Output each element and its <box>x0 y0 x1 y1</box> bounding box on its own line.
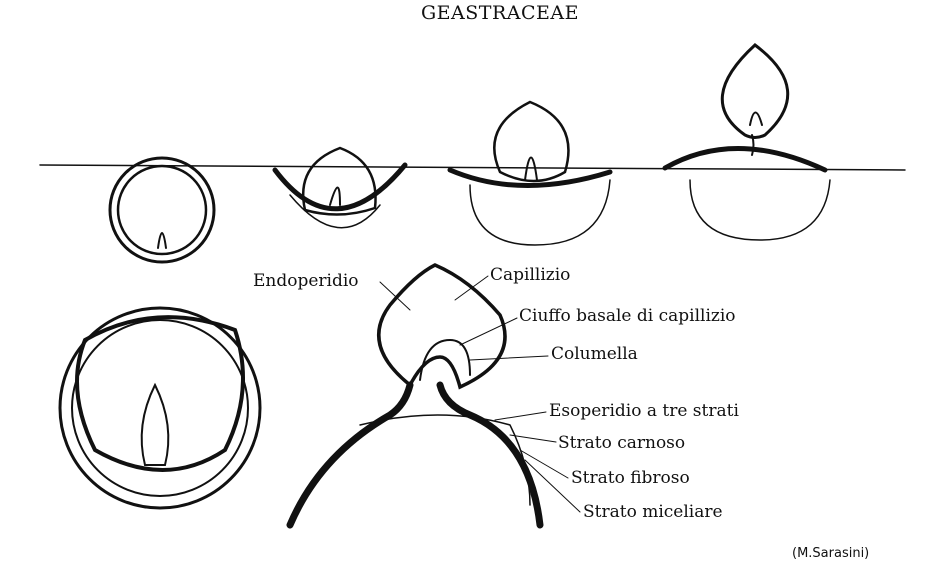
label-esoperidio: Esoperidio a tre strati <box>549 401 739 421</box>
stage-3-expanding-fruitbody <box>447 100 613 246</box>
stage-4-mature-fruitbody <box>662 43 831 241</box>
label-strato-fibroso: Strato fibroso <box>571 468 690 488</box>
mature-fruitbody-section <box>286 263 544 529</box>
label-strato-carnoso: Strato carnoso <box>558 433 686 453</box>
cross-section-buried-fruitbody <box>58 306 262 510</box>
label-endoperidio: Endoperidio <box>253 271 359 291</box>
ground-line <box>39 164 906 171</box>
author-credit: (M.Sarasini) <box>792 546 870 561</box>
label-capillizio: Capillizio <box>490 265 571 285</box>
diagram-title: GEASTRACEAE <box>421 2 579 24</box>
label-ciuffo-basale: Ciuffo basale di capillizio <box>519 306 736 326</box>
label-columella: Columella <box>551 344 638 364</box>
stage-1-buried-fruitbody <box>108 156 216 264</box>
stage-2-opening-fruitbody <box>272 146 408 229</box>
leader-lines <box>379 275 581 513</box>
label-strato-miceliare: Strato miceliare <box>583 502 723 522</box>
